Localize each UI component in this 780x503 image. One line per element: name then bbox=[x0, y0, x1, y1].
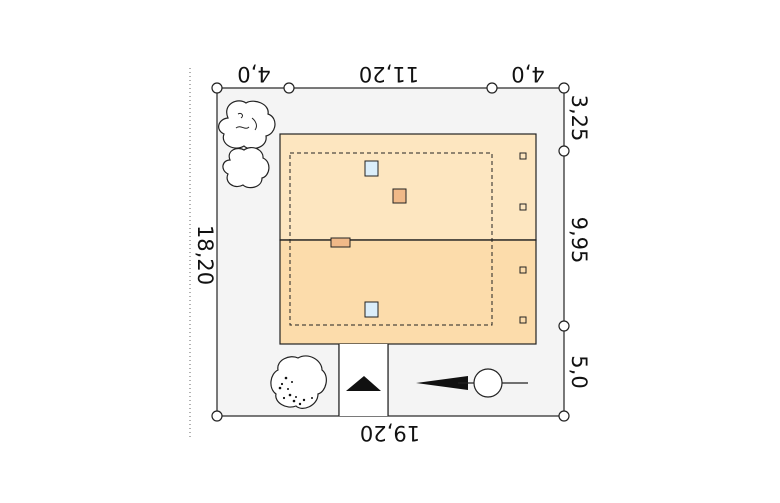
roof-lower bbox=[279, 239, 537, 345]
dim-left: 18,20 bbox=[193, 225, 217, 285]
north-arrow-icon bbox=[416, 368, 528, 398]
chimney bbox=[330, 237, 351, 248]
dim-right-middle: 9,95 bbox=[567, 217, 591, 264]
vent bbox=[519, 152, 527, 160]
dim-right-bottom: 5,0 bbox=[567, 355, 591, 388]
dim-top-right: 4,0 bbox=[511, 62, 544, 86]
vent bbox=[519, 266, 527, 274]
roof-upper bbox=[279, 133, 537, 241]
dim-top-left: 4,0 bbox=[237, 62, 270, 86]
dim-bottom: 19,20 bbox=[360, 421, 420, 445]
shrub-icon bbox=[270, 355, 327, 409]
deciduous-tree-icon bbox=[218, 100, 276, 150]
dim-top-center: 11,20 bbox=[359, 62, 419, 86]
dim-right-top: 3,25 bbox=[567, 95, 591, 142]
bush-icon bbox=[222, 146, 270, 189]
skylight bbox=[364, 301, 379, 318]
wall-outline bbox=[289, 152, 493, 326]
vent bbox=[519, 203, 527, 211]
entrance-triangle-icon bbox=[346, 376, 381, 391]
chimney bbox=[392, 188, 407, 204]
skylight bbox=[364, 160, 379, 177]
vent bbox=[519, 316, 527, 324]
dimension-nodes bbox=[211, 82, 570, 422]
